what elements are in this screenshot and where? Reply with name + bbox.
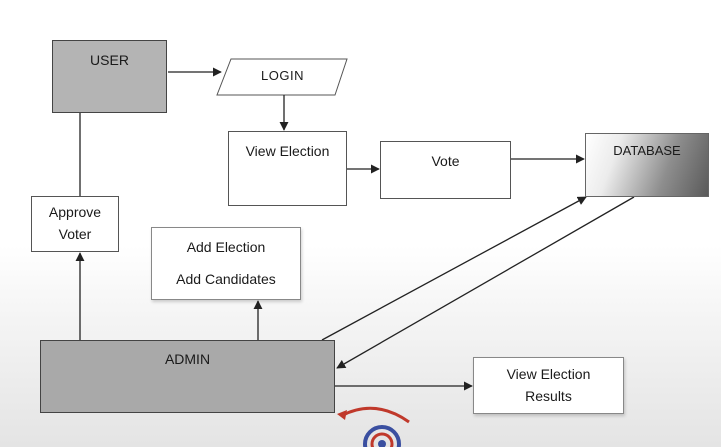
add-candidates-label: Add Candidates: [176, 271, 276, 287]
view-election-label: View Election: [245, 143, 330, 159]
vote-label: Vote: [431, 153, 460, 169]
user-label: USER: [90, 52, 129, 68]
arrow-database-admin: [336, 196, 635, 369]
view-results-line-1: View Election: [506, 365, 591, 382]
approve-voter-line-1: Approve: [48, 204, 102, 221]
view-election-node: View Election: [228, 131, 347, 206]
admin-node: ADMIN: [40, 340, 335, 413]
add-election-label: Add Election: [186, 239, 266, 256]
approve-voter-line-2: Voter: [58, 226, 92, 242]
arrow-admin-database: [321, 196, 587, 341]
approve-voter-label: Approve Voter: [49, 202, 101, 245]
user-node: USER: [52, 40, 167, 113]
logo-icon: [337, 406, 410, 447]
database-label: DATABASE: [613, 143, 681, 158]
view-election-results-node: View Election Results: [473, 357, 624, 414]
login-label: LOGIN: [261, 68, 304, 83]
vote-node: Vote: [380, 141, 511, 199]
add-election-candidates-node: Add Election Add Candidates: [151, 227, 301, 300]
admin-label: ADMIN: [164, 351, 211, 367]
database-node: DATABASE: [585, 133, 709, 197]
view-results-line-2: Results: [525, 387, 572, 404]
login-shape: [216, 58, 348, 96]
view-results-label: View Election Results: [507, 364, 591, 407]
approve-voter-node: Approve Voter: [31, 196, 119, 252]
